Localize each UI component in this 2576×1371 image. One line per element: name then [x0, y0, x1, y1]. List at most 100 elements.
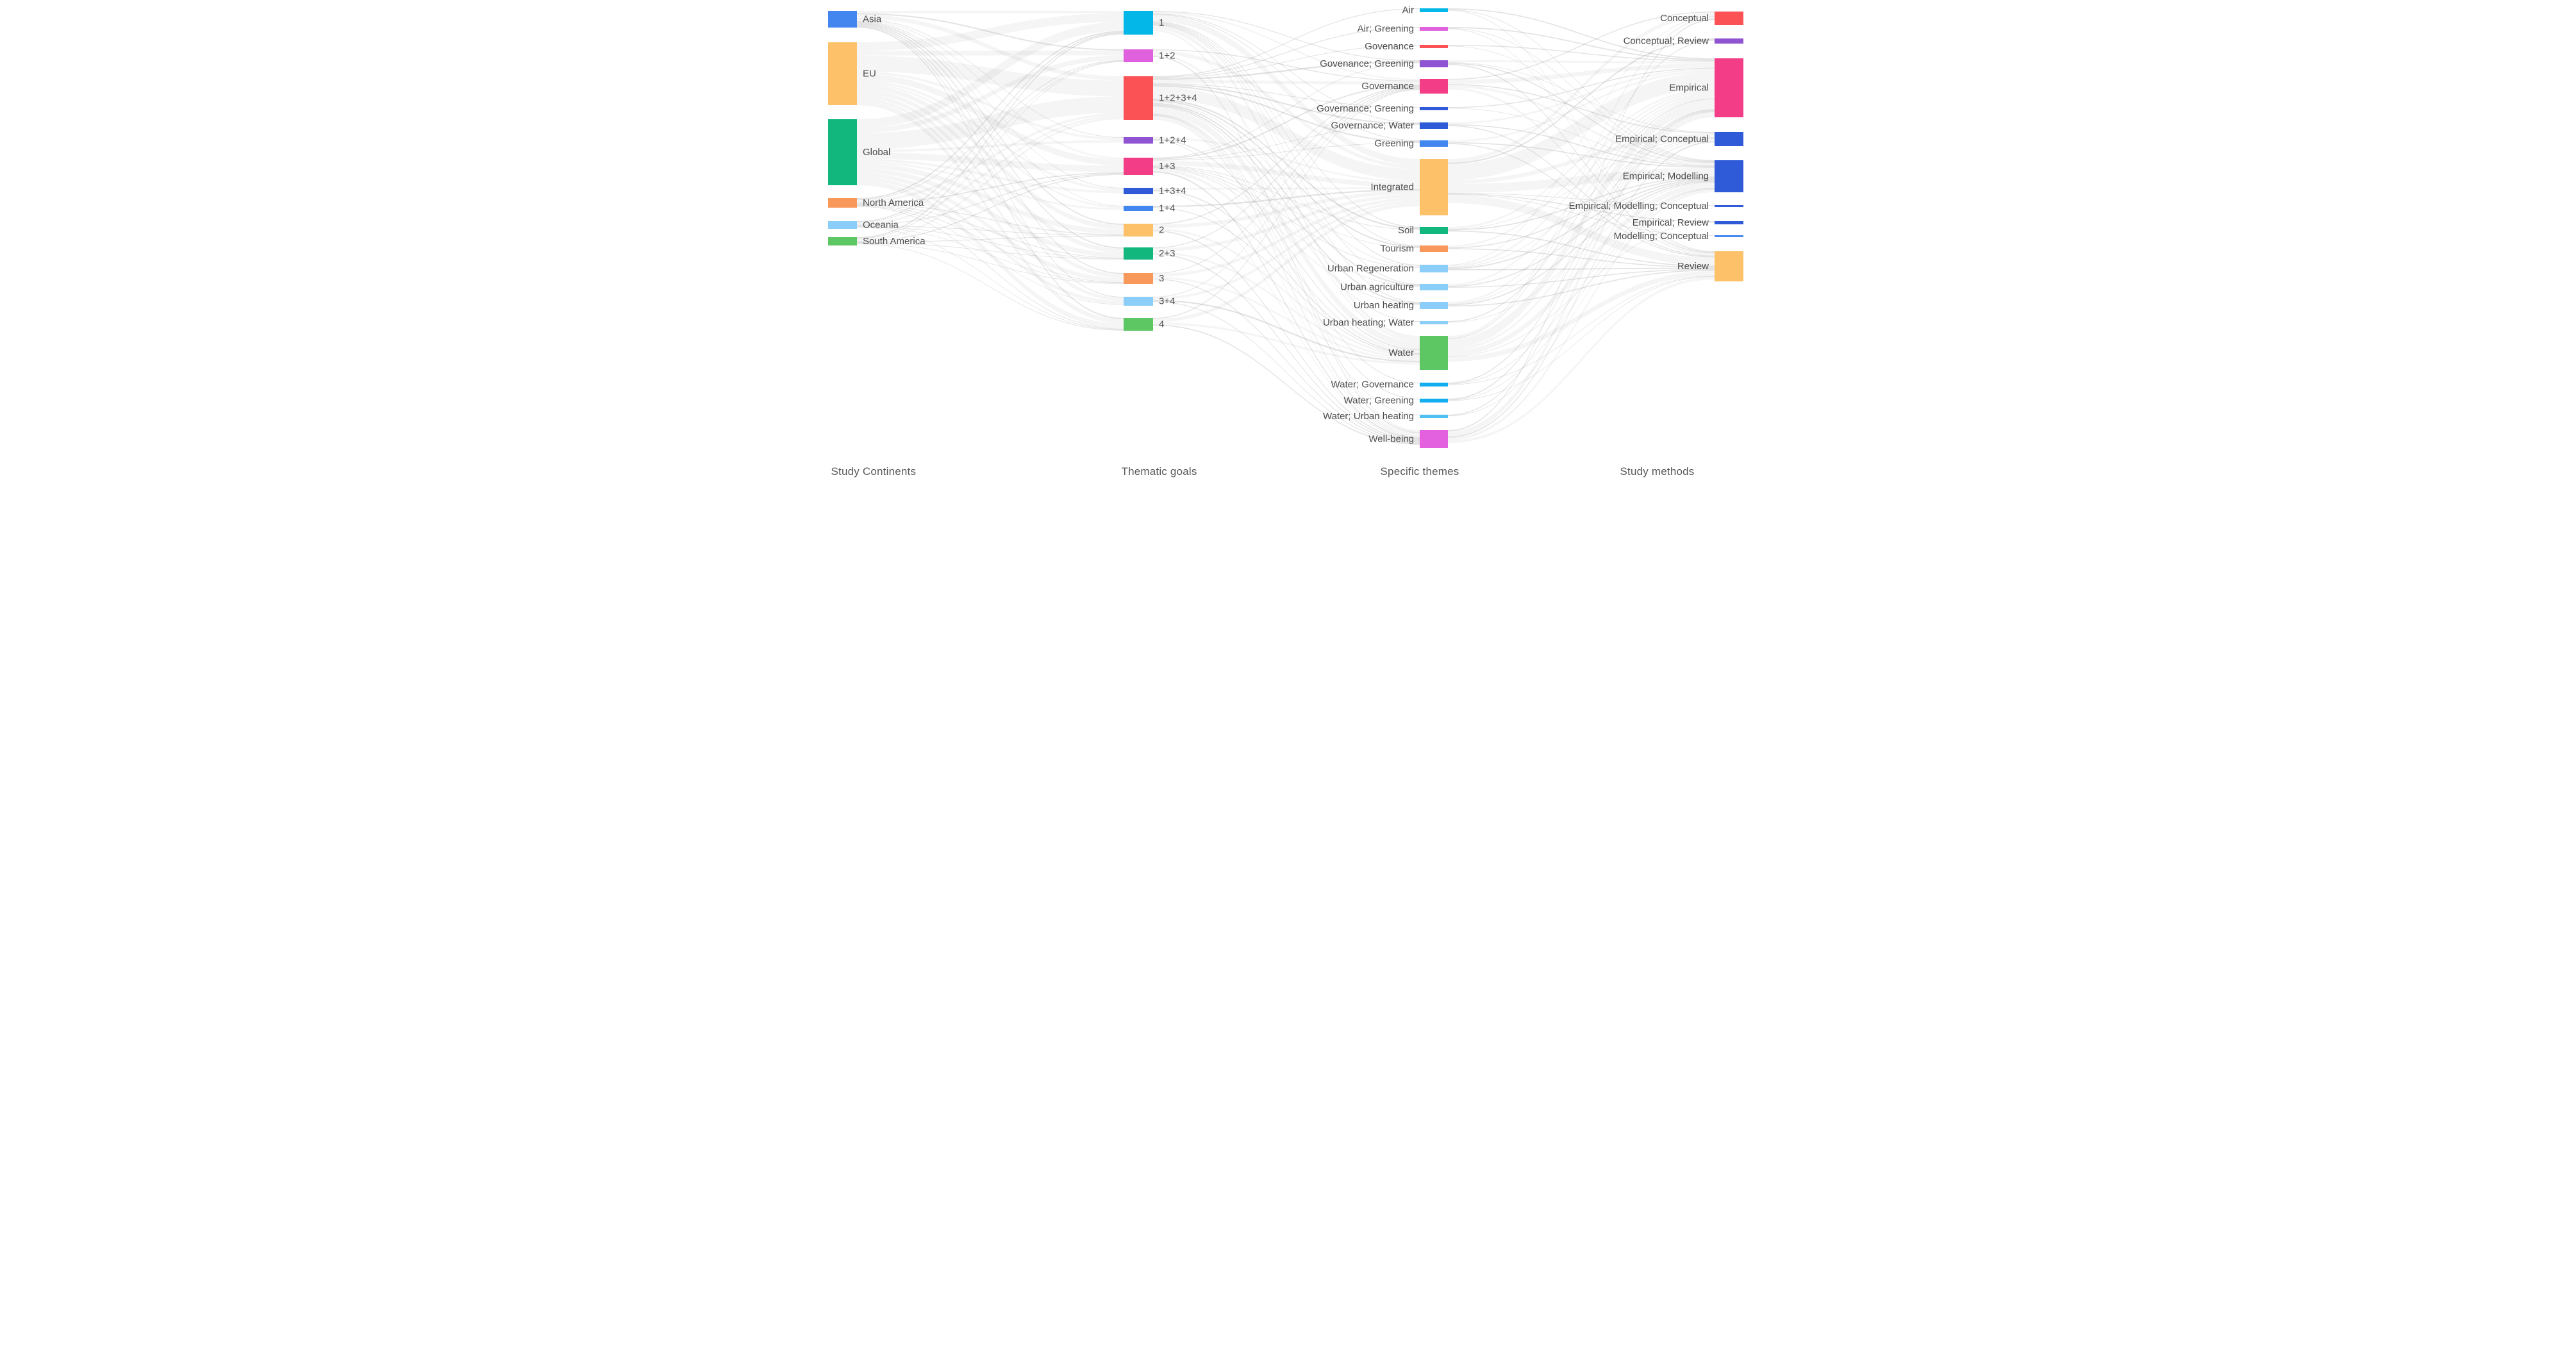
node-empirical[interactable] — [1714, 58, 1743, 117]
node-review[interactable] — [1714, 251, 1743, 281]
sankey-link-south-america-to-2 — [856, 235, 1124, 243]
node-eu[interactable] — [827, 42, 857, 105]
node-empirical-review[interactable] — [1714, 221, 1743, 224]
sankey-link-asia-to-1-2-4 — [856, 19, 1124, 138]
sankey-link-integrated-to-empirical-review — [1447, 193, 1715, 222]
node-1-3[interactable] — [1123, 158, 1153, 175]
node-label-modelling-conceptual: Modelling; Conceptual — [1613, 231, 1708, 242]
node-2[interactable] — [1123, 224, 1153, 237]
sankey-link-oceania-to-1-3 — [856, 173, 1124, 226]
sankey-link-1-2-4-to-water — [1152, 138, 1420, 351]
node-conceptual-review[interactable] — [1714, 38, 1743, 44]
node-urban-heating[interactable] — [1419, 302, 1448, 309]
node-govenance[interactable] — [1419, 45, 1448, 48]
node-governance-greening[interactable] — [1419, 107, 1448, 110]
sankey-link-oceania-to-3 — [856, 226, 1124, 283]
sankey-link-1-3-to-urban-agriculture — [1152, 167, 1420, 287]
sankey-link-eu-to-1-2 — [856, 50, 1124, 56]
node-empirical-modelling[interactable] — [1714, 160, 1743, 192]
sankey-link-1-2-3-4-to-governance-water — [1152, 83, 1420, 125]
node-4[interactable] — [1123, 318, 1153, 331]
node-label-urban-heating: Urban heating — [1353, 300, 1413, 311]
node-air[interactable] — [1419, 8, 1448, 12]
node-label-empirical-review: Empirical; Review — [1632, 217, 1708, 228]
node-label-governance: Governance — [1361, 81, 1414, 92]
axis-title-specific-themes: Specific themes — [1380, 465, 1459, 478]
node-label-1: 1 — [1159, 17, 1164, 28]
node-urban-regeneration[interactable] — [1419, 265, 1448, 272]
node-label-governance-water: Governance; Water — [1331, 120, 1414, 131]
sankey-link-governance-greening-to-empirical — [1447, 67, 1715, 108]
sankey-link-govenance-greening-to-empirical — [1447, 60, 1715, 64]
node-water-governance[interactable] — [1419, 383, 1448, 386]
node-1-2-3-4[interactable] — [1123, 76, 1153, 120]
node-global[interactable] — [827, 119, 857, 185]
node-governance-water[interactable] — [1419, 122, 1448, 129]
sankey-link-1-3-to-urban-regeneration — [1152, 166, 1420, 268]
node-govenance-greening[interactable] — [1419, 60, 1448, 67]
node-governance[interactable] — [1419, 79, 1448, 94]
sankey-link-south-america-to-1-2-3-4 — [856, 117, 1124, 242]
node-label-asia: Asia — [863, 14, 882, 25]
sankey-link-1-3-to-governance — [1152, 84, 1420, 160]
node-1-2-4[interactable] — [1123, 137, 1153, 144]
sankey-link-soil-to-empirical-conceptual — [1447, 137, 1715, 229]
sankey-link-south-america-to-1 — [856, 33, 1124, 238]
sankey-link-urban-regeneration-to-empirical-conceptual — [1447, 138, 1715, 269]
node-soil[interactable] — [1419, 227, 1448, 234]
sankey-link-asia-to-1 — [856, 11, 1124, 13]
node-modelling-conceptual[interactable] — [1714, 235, 1743, 237]
node-tourism[interactable] — [1419, 245, 1448, 252]
sankey-link-north-america-to-4 — [856, 206, 1124, 329]
sankey-link-greening-to-review — [1447, 143, 1715, 258]
sankey-link-water-governance-to-empirical-modelling — [1447, 187, 1715, 385]
node-1[interactable] — [1123, 11, 1153, 35]
sankey-link-1-3-to-govenance-greening — [1152, 62, 1420, 158]
node-air-greening[interactable] — [1419, 27, 1448, 31]
node-south-america[interactable] — [827, 237, 857, 245]
node-label-empirical-modelling: Empirical; Modelling — [1622, 171, 1708, 182]
node-label-tourism: Tourism — [1380, 244, 1414, 254]
node-label-1-3: 1+3 — [1159, 161, 1175, 172]
sankey-link-oceania-to-1-2-3-4 — [856, 115, 1124, 225]
sankey-link-eu-to-1 — [856, 13, 1124, 51]
node-empirical-modelling-conceptual[interactable] — [1714, 205, 1743, 207]
node-asia[interactable] — [827, 11, 857, 28]
node-urban-agriculture[interactable] — [1419, 284, 1448, 290]
node-3[interactable] — [1123, 273, 1153, 284]
sankey-link-integrated-to-review — [1447, 194, 1715, 266]
node-integrated[interactable] — [1419, 159, 1448, 215]
sankey-link-4-to-governance — [1152, 88, 1420, 319]
sankey-link-1-to-urban-heating — [1152, 24, 1420, 303]
node-empirical-conceptual[interactable] — [1714, 132, 1743, 146]
node-label-conceptual: Conceptual — [1660, 13, 1709, 24]
node-water[interactable] — [1419, 336, 1448, 370]
sankey-link-asia-to-3 — [856, 24, 1124, 274]
sankey-link-2-to-well-being — [1152, 230, 1420, 441]
sankey-link-urban-regeneration-to-conceptual — [1447, 16, 1715, 265]
sankey-link-south-america-to-1-2 — [856, 61, 1124, 239]
sankey-link-3-to-integrated — [1152, 197, 1420, 277]
node-1-3-4[interactable] — [1123, 188, 1153, 194]
node-water-greening[interactable] — [1419, 399, 1448, 403]
node-1-2[interactable] — [1123, 49, 1153, 62]
node-north-america[interactable] — [827, 198, 857, 208]
node-3-4[interactable] — [1123, 297, 1153, 306]
node-2-3[interactable] — [1123, 247, 1153, 260]
sankey-link-global-to-4 — [856, 180, 1124, 329]
node-conceptual[interactable] — [1714, 12, 1743, 25]
node-1-4[interactable] — [1123, 206, 1153, 211]
node-well-being[interactable] — [1419, 430, 1448, 448]
axis-title-thematic-goals: Thematic goals — [1121, 465, 1197, 478]
sankey-link-water-greening-to-empirical-modelling — [1447, 188, 1715, 401]
sankey-link-water-governance-to-empirical — [1447, 109, 1715, 384]
sankey-link-asia-to-1-3-4 — [856, 21, 1124, 188]
node-oceania[interactable] — [827, 221, 857, 229]
sankey-link-1-3-to-integrated — [1152, 160, 1420, 188]
sankey-link-integrated-to-empirical-modelling-conceptual — [1447, 192, 1715, 206]
node-greening[interactable] — [1419, 140, 1448, 147]
node-urban-heating-water[interactable] — [1419, 321, 1448, 324]
node-water-urban-heating[interactable] — [1419, 415, 1448, 418]
sankey-link-1-to-urban-agriculture — [1152, 24, 1420, 285]
